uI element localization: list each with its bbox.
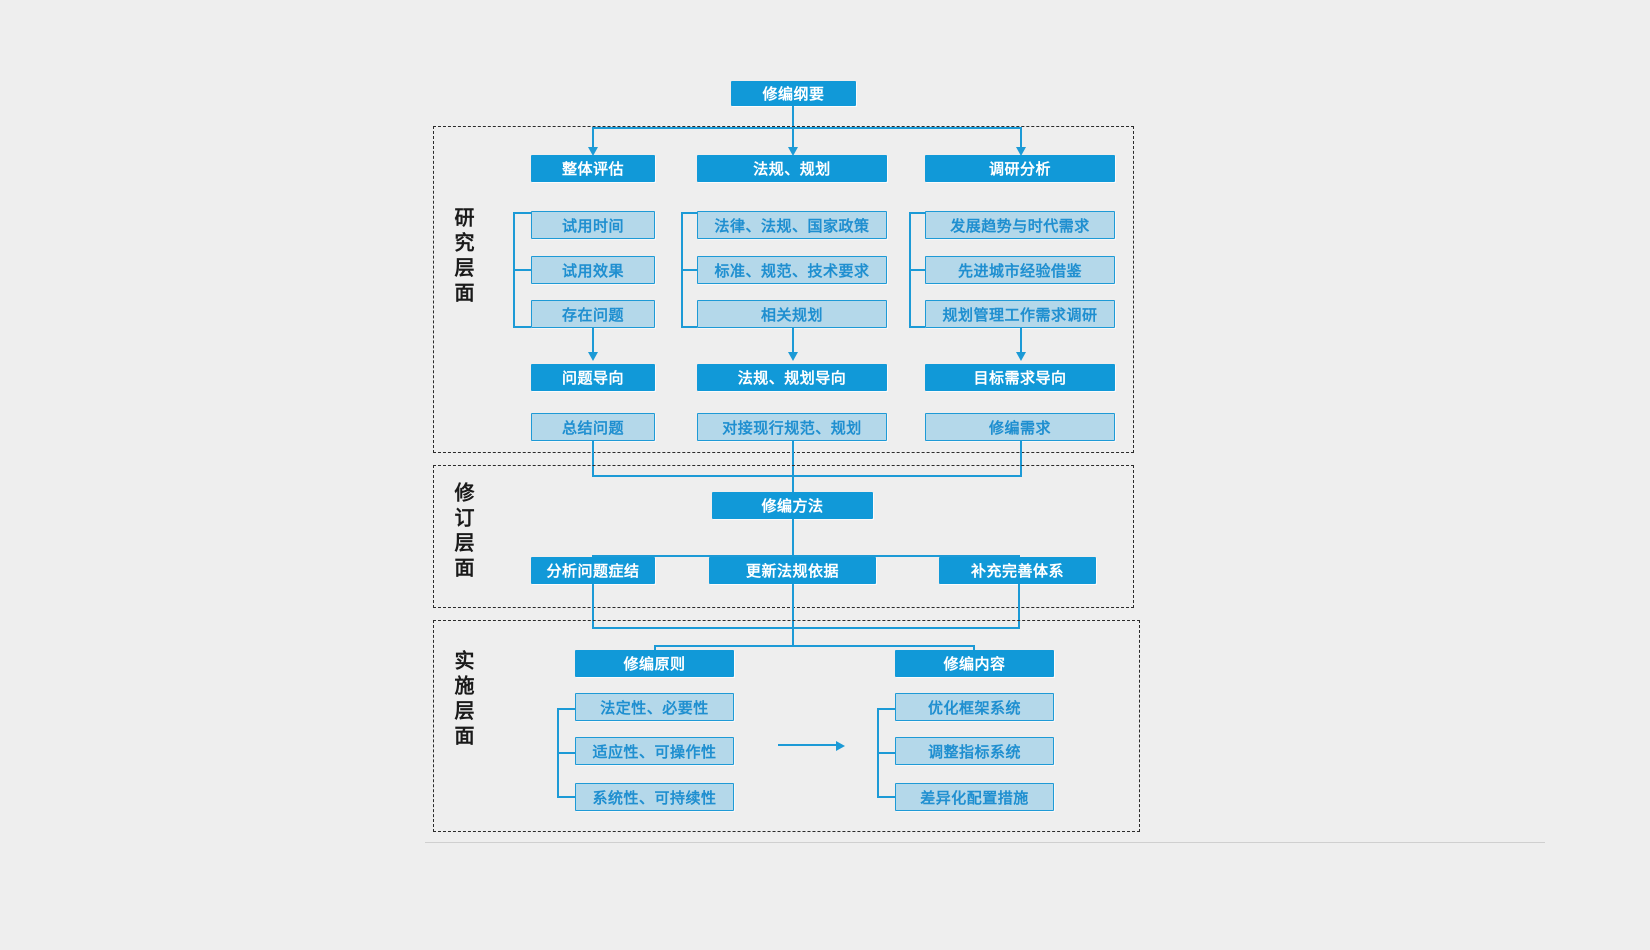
node-revision-header[interactable]: 修编方法 [712, 492, 873, 519]
layer-container-research [433, 126, 1134, 453]
bracket-stub-c1-2 [513, 269, 531, 271]
node-research-col3-outcome[interactable]: 修编需求 [925, 413, 1115, 441]
arrowhead-col2-orientation [788, 352, 798, 361]
connector-principles-to-contents [778, 744, 838, 746]
connector-root-drop-1 [592, 127, 594, 149]
connector-outcome1-down [592, 441, 594, 476]
layer-container-revision [433, 465, 1134, 608]
bracket-stub-p3 [557, 796, 575, 798]
node-revision-item-1[interactable]: 分析问题症结 [531, 557, 655, 584]
node-research-col3-item-2[interactable]: 先进城市经验借鉴 [925, 256, 1115, 284]
connector-root-drop-3 [1020, 127, 1022, 149]
bracket-stub-c3-3 [909, 326, 925, 328]
arrowhead-root-1 [588, 147, 598, 156]
node-impl-content-1[interactable]: 优化框架系统 [895, 693, 1054, 721]
bracket-stub-c3-1 [909, 212, 925, 214]
connector-col2-to-orientation [792, 328, 794, 353]
connector-impl-spread [654, 645, 975, 647]
node-impl-principles-header[interactable]: 修编原则 [575, 650, 734, 677]
connector-outcome2-down [792, 441, 794, 492]
arrowhead-col3-orientation [1016, 352, 1026, 361]
layer-label-revision: 修订层面 [451, 482, 475, 582]
bracket-stub-c2-1 [681, 212, 697, 214]
connector-root-spread [592, 127, 1022, 129]
node-research-col2-outcome[interactable]: 对接现行规范、规划 [697, 413, 887, 441]
node-revision-item-3[interactable]: 补充完善体系 [939, 557, 1096, 584]
connector-rev2-down [792, 584, 794, 646]
connector-rev1-down [592, 584, 594, 628]
arrowhead-col1-orientation [588, 352, 598, 361]
connector-col3-to-orientation [1020, 328, 1022, 353]
bracket-stub-c1-3 [513, 326, 531, 328]
layer-label-implementation: 实施层面 [451, 650, 475, 750]
node-impl-contents-header[interactable]: 修编内容 [895, 650, 1054, 677]
connector-rev3-down [1018, 584, 1020, 628]
node-research-col2-item-2[interactable]: 标准、规范、技术要求 [697, 256, 887, 284]
bracket-stub-c1 [877, 708, 895, 710]
connector-root-drop-2 [792, 127, 794, 149]
arrowhead-root-2 [788, 147, 798, 156]
node-revision-item-2[interactable]: 更新法规依据 [709, 557, 876, 584]
node-research-col1-orientation[interactable]: 问题导向 [531, 364, 655, 391]
layer-container-implementation [433, 620, 1140, 832]
bracket-stub-c2 [877, 752, 895, 754]
connector-rev-merge [592, 627, 1020, 629]
node-research-col1-item-3[interactable]: 存在问题 [531, 300, 655, 328]
node-research-col1-item-2[interactable]: 试用效果 [531, 256, 655, 284]
node-research-col1-header[interactable]: 整体评估 [531, 155, 655, 182]
connector-col1-to-orientation [592, 328, 594, 353]
node-impl-principle-2[interactable]: 适应性、可操作性 [575, 737, 734, 765]
node-impl-principle-1[interactable]: 法定性、必要性 [575, 693, 734, 721]
node-research-col3-item-1[interactable]: 发展趋势与时代需求 [925, 211, 1115, 239]
node-research-col3-orientation[interactable]: 目标需求导向 [925, 364, 1115, 391]
arrowhead-root-3 [1016, 147, 1026, 156]
bracket-stub-c3-2 [909, 269, 925, 271]
arrowhead-principles-to-contents [836, 741, 845, 751]
connector-outcome-merge [592, 475, 1022, 477]
bracket-stub-p2 [557, 752, 575, 754]
node-research-col2-header[interactable]: 法规、规划 [697, 155, 887, 182]
node-root-title[interactable]: 修编纲要 [731, 81, 856, 106]
node-research-col2-orientation[interactable]: 法规、规划导向 [697, 364, 887, 391]
node-impl-content-3[interactable]: 差异化配置措施 [895, 783, 1054, 811]
connector-outcome3-down [1020, 441, 1022, 476]
node-impl-principle-3[interactable]: 系统性、可持续性 [575, 783, 734, 811]
node-research-col3-item-3[interactable]: 规划管理工作需求调研 [925, 300, 1115, 328]
connector-revision-spread [592, 555, 1020, 557]
node-research-col2-item-1[interactable]: 法律、法规、国家政策 [697, 211, 887, 239]
node-research-col3-header[interactable]: 调研分析 [925, 155, 1115, 182]
bracket-stub-p1 [557, 708, 575, 710]
bracket-stub-c2-2 [681, 269, 697, 271]
connector-revision-trunk [792, 519, 794, 556]
bracket-stub-c2-3 [681, 326, 697, 328]
baseline-divider [425, 842, 1545, 843]
layer-label-research: 研究层面 [451, 207, 475, 307]
node-research-col2-item-3[interactable]: 相关规划 [697, 300, 887, 328]
connector-root-trunk [792, 106, 794, 128]
node-research-col1-outcome[interactable]: 总结问题 [531, 413, 655, 441]
bracket-stub-c3b [877, 796, 895, 798]
bracket-stub-c1-1 [513, 212, 531, 214]
node-impl-content-2[interactable]: 调整指标系统 [895, 737, 1054, 765]
node-research-col1-item-1[interactable]: 试用时间 [531, 211, 655, 239]
